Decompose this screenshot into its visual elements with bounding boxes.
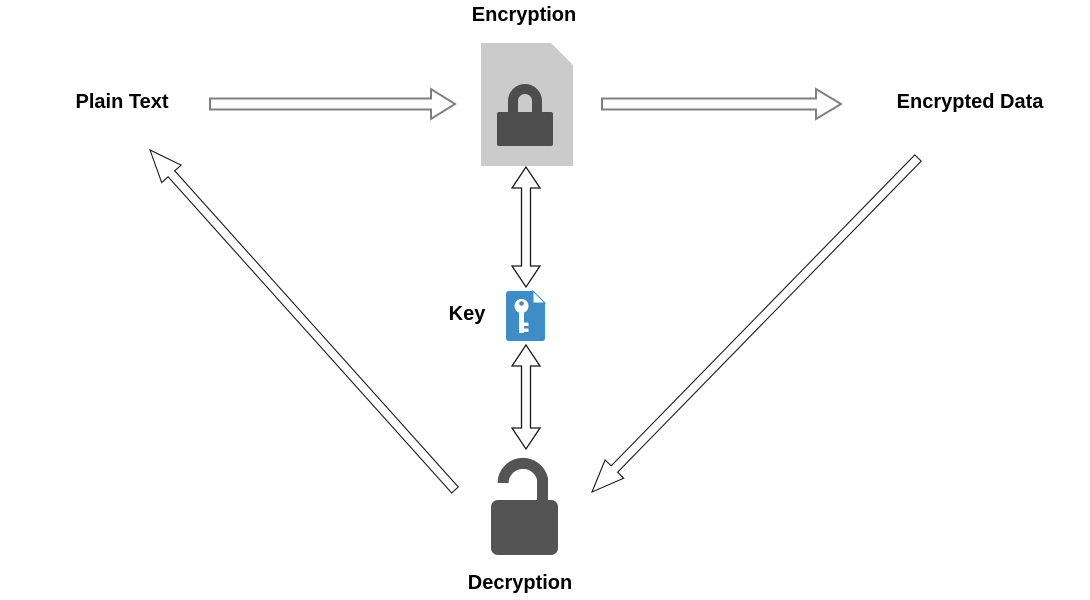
encryption-document-icon xyxy=(481,43,573,166)
key-tooth-1 xyxy=(524,322,529,326)
key-head xyxy=(514,299,529,313)
closed-lock-shackle xyxy=(508,84,542,114)
label-encryption: Encryption xyxy=(471,4,577,26)
label-decryption: Decryption xyxy=(467,572,573,594)
arrow-decryption-to-plain xyxy=(149,148,460,494)
key-tooth-2 xyxy=(524,328,529,332)
arrow-encryption-to-encrypted xyxy=(601,87,843,121)
key-head-hole xyxy=(519,301,524,306)
key-file-fold xyxy=(532,289,547,304)
arrow-plain-to-encryption xyxy=(209,87,457,121)
label-plain-text: Plain Text xyxy=(75,91,169,113)
label-encrypted-data: Encrypted Data xyxy=(896,91,1044,113)
key-file-icon xyxy=(506,289,547,341)
open-padlock-icon xyxy=(491,457,558,555)
arrow-key-decryption-double xyxy=(510,343,542,451)
arrow-encrypted-to-decryption xyxy=(590,154,922,494)
key-shaft xyxy=(519,312,524,333)
closed-lock-body xyxy=(497,112,553,146)
document-shape xyxy=(481,43,573,166)
arrow-encryption-key-double xyxy=(510,165,542,289)
open-lock-body xyxy=(491,500,558,555)
label-key: Key xyxy=(448,303,486,325)
open-lock-shackle xyxy=(497,457,548,501)
